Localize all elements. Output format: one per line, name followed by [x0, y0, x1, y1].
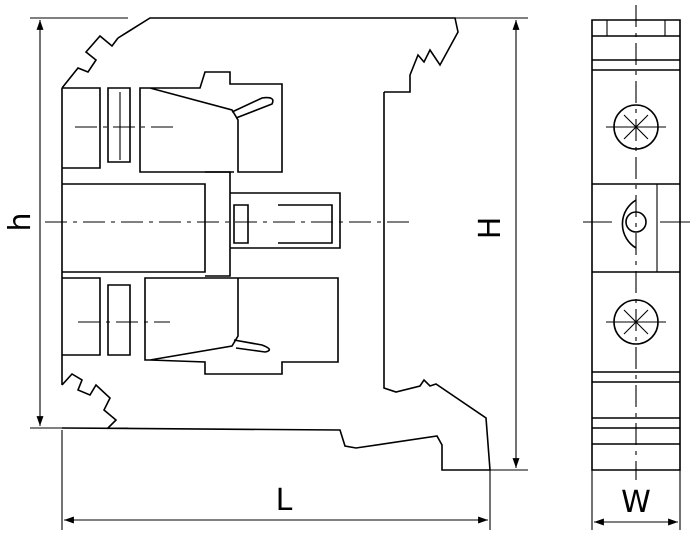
L-label: L	[276, 483, 293, 518]
H-label: H	[473, 217, 508, 240]
center-jumper-arc	[621, 199, 637, 249]
upper-clamp-spring	[231, 96, 274, 119]
lower-clamp-spring	[233, 339, 271, 353]
h-label: h	[3, 212, 38, 231]
center-bar	[62, 171, 341, 277]
lower-clamp	[62, 277, 339, 375]
front-view: W	[583, 5, 690, 530]
side-view: h H L	[3, 17, 528, 530]
upper-clamp	[62, 71, 283, 173]
side-view-outline	[61, 17, 491, 471]
W-label: W	[621, 485, 651, 520]
